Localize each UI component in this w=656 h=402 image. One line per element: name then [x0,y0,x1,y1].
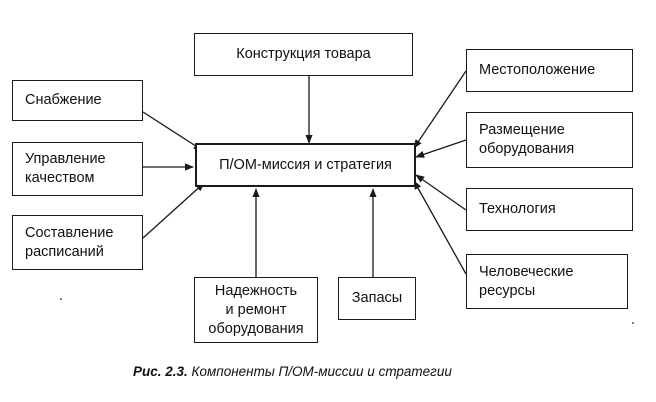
arrow-human-resources [413,180,467,275]
scheduling-label: Составление расписаний [25,224,114,260]
technology-box: Технология [466,188,633,231]
scan-speck [60,298,62,300]
maintenance-label: Надежность и ремонт оборудования [208,282,304,337]
center-mission-strategy-box: П/ОМ-миссия и стратегия [195,143,416,187]
inventory-label: Запасы [351,290,403,306]
figure-number: Рис. 2.3. [133,364,188,379]
quality-management-box: Управление качеством [12,142,143,196]
technology-label: Технология [479,201,556,217]
product-design-label: Конструкция товара [236,46,371,62]
arrow-scheduling [142,182,205,239]
scheduling-box: Составление расписаний [12,215,143,270]
supply-box: Снабжение [12,80,143,121]
figure-caption-text: Компоненты П/ОМ-миссии и стратегии [191,364,452,379]
quality-management-label: Управление качеством [25,151,106,186]
human-resources-label: Человеческие ресурсы [479,263,574,299]
supply-label: Снабжение [25,92,102,108]
maintenance-box: Надежность и ремонт оборудования [194,277,318,343]
arrow-location [413,70,467,149]
arrow-layout [415,139,467,158]
equipment-layout-box: Размещение оборудования [466,112,633,168]
figure-caption: Рис. 2.3. Компоненты П/ОМ-миссии и страт… [133,364,452,379]
center-label: П/ОМ-миссия и стратегия [219,156,392,173]
scan-speck [632,322,634,324]
location-box: Местоположение [466,49,633,92]
human-resources-box: Человеческие ресурсы [466,254,628,309]
arrow-supply [142,111,203,151]
equipment-layout-label: Размещение оборудования [479,122,575,157]
inventory-box: Запасы [338,277,416,320]
product-design-box: Конструкция товара [194,33,413,76]
location-label: Местоположение [479,62,596,78]
arrow-technology [415,174,467,211]
